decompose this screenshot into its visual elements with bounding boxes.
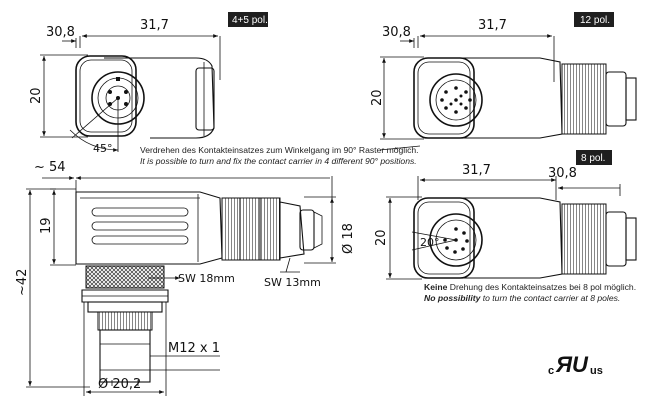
dim-sw18: SW 18mm	[178, 272, 235, 285]
dim-31-7-view2: 31,7	[478, 18, 507, 33]
view-8-pol: 8 pol. 31,7 30,8 20 20°	[374, 150, 637, 280]
dim-20-view2: 20	[370, 89, 385, 106]
no-rotation-de-bold: Keine	[424, 282, 448, 292]
dim-sw13: SW 13mm	[264, 276, 321, 289]
dim-31-7-view1: 31,7	[140, 18, 169, 33]
svg-text:No possibility to turn the con: No possibility to turn the contact carri…	[424, 293, 620, 303]
badge-8-pol	[576, 150, 612, 165]
no-rotation-en-rest: to turn the contact carrier at 8 poles.	[480, 293, 620, 303]
dim-30-8-view2: 30,8	[382, 25, 411, 40]
no-rotation-note: Keine Drehung des Kontakteinsatzes bei 8…	[424, 282, 636, 303]
badge-4-5-pol-label: 4+5 pol.	[232, 15, 268, 26]
dim-d18: Ø 18	[341, 223, 356, 254]
dim-m12: M12 x 1	[168, 341, 220, 356]
badge-12-pol	[574, 12, 614, 27]
dim-19: 19	[39, 217, 54, 234]
svg-text:Keine Drehung des Kontakteinsa: Keine Drehung des Kontakteinsatzes bei 8…	[424, 282, 636, 292]
badge-12-pol-label: 12 pol.	[580, 15, 610, 26]
dim-45-deg: 45°	[93, 142, 113, 155]
badge-4-5-pol	[228, 12, 268, 27]
badge-8-pol-label: 8 pol.	[581, 153, 605, 164]
ul-mark-logo: ЯU	[555, 352, 589, 377]
view-12-pol: 31,7 30,8 20 12 pol.	[370, 12, 637, 140]
rotation-note: Verdrehen des Kontakteinsatzes zum Winke…	[140, 145, 421, 166]
rotation-note-de: Verdrehen des Kontakteinsatzes zum Winke…	[140, 145, 419, 155]
no-rotation-de-rest: Drehung des Kontakteinsatzes bei 8 pol m…	[447, 282, 636, 292]
dim-30-8-view3: 30,8	[548, 166, 577, 181]
rotation-note-en: It is possible to turn and fix the conta…	[140, 156, 417, 166]
dim-20-view1: 20	[29, 87, 44, 104]
side-view: ~ 54 19 ~42 Ø 18 SW 13mm	[15, 160, 356, 396]
ul-certification-mark: c ЯU us	[548, 352, 603, 377]
ul-mark-c: c	[548, 365, 554, 377]
dim-20-view3: 20	[374, 229, 389, 246]
no-rotation-en-bold: No possibility	[424, 293, 482, 303]
dim-31-7-view3: 31,7	[462, 163, 491, 178]
view-4-5-pol: 31,7 30,8 20 4+5 pol. 45°	[29, 12, 268, 155]
dim-54: ~ 54	[34, 160, 66, 175]
dim-30-8-view1: 30,8	[46, 25, 75, 40]
dim-42: ~42	[15, 269, 30, 296]
dim-20-deg: 20°	[420, 236, 440, 249]
ul-mark-us: us	[590, 365, 603, 377]
dim-d20-2: Ø 20,2	[98, 377, 141, 392]
